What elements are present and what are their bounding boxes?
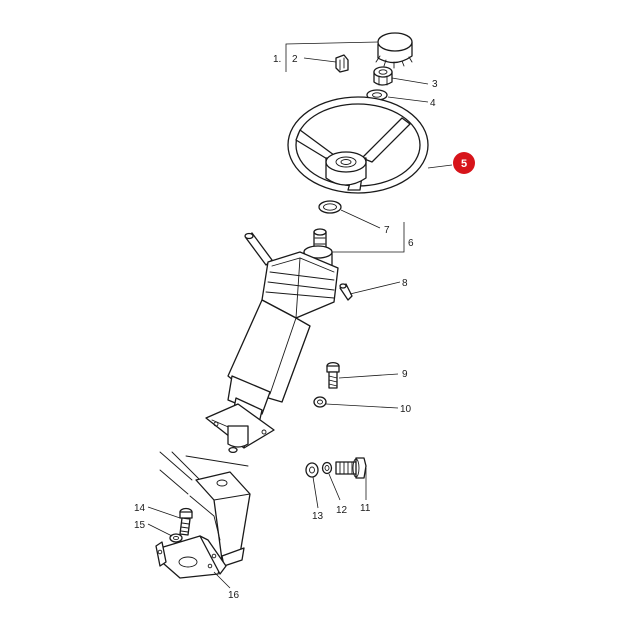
callout-3: 3 — [432, 79, 438, 90]
callout-9: 9 — [402, 369, 408, 380]
bolt-part-9 — [326, 361, 340, 389]
callout-7: 7 — [384, 225, 390, 236]
callout-10: 10 — [400, 404, 412, 415]
callout-15: 15 — [134, 520, 146, 531]
ring-part-7 — [318, 200, 342, 214]
steering-wheel-part-5 — [287, 96, 429, 194]
mounting-bracket-part-16 — [155, 535, 227, 579]
callout-2: 2 — [292, 54, 298, 65]
callout-1: 1. — [273, 54, 281, 65]
nut-part-3 — [373, 66, 393, 86]
callout-6: 6 — [408, 238, 414, 249]
callout-5-badge — [453, 152, 475, 174]
callout-14: 14 — [134, 503, 146, 514]
callout-11: 11 — [360, 503, 371, 514]
washer-part-13 — [305, 462, 319, 478]
washer-part-15 — [169, 533, 183, 543]
clip-part-2 — [335, 54, 349, 73]
spring-washer-part-12 — [321, 461, 333, 475]
washer-part-10 — [313, 396, 327, 408]
callout-labels: 1. 2 3 4 5 6 7 8 9 10 11 12 13 14 15 16 — [134, 54, 475, 601]
leader-lines — [147, 41, 453, 589]
bolt-part-14 — [179, 507, 193, 536]
callout-5: 5 — [461, 158, 467, 170]
pin-part-8 — [339, 283, 353, 301]
callout-12: 12 — [336, 505, 348, 516]
steering-column-part-6 — [205, 228, 339, 454]
callout-13: 13 — [312, 511, 324, 522]
callout-8: 8 — [402, 278, 408, 289]
callout-4: 4 — [430, 98, 436, 109]
callout-16: 16 — [228, 590, 240, 601]
support-frame — [159, 451, 251, 567]
horn-cap-part-1 — [375, 32, 413, 69]
bolt-part-11 — [335, 457, 367, 479]
